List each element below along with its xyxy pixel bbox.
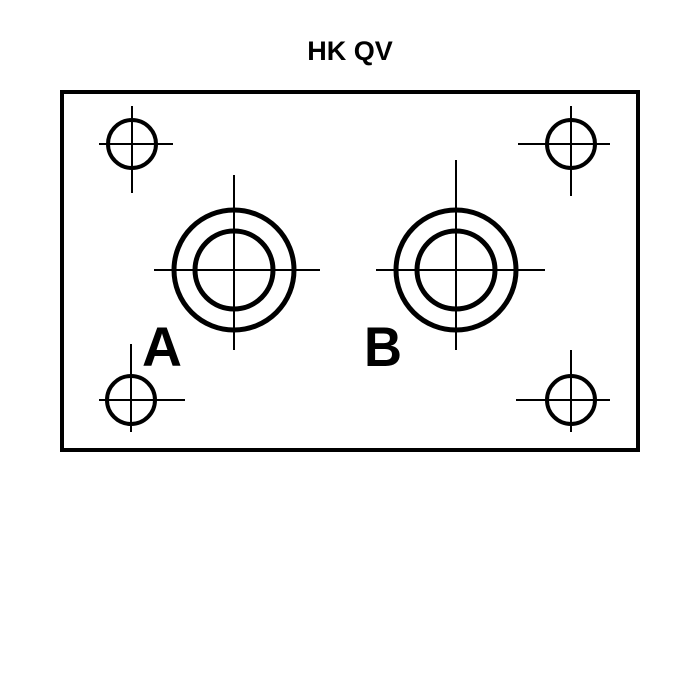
plate-outline <box>60 90 640 452</box>
mounting-hole-top-left <box>99 106 173 193</box>
port-b-label: B <box>364 315 402 378</box>
port-b <box>376 160 545 350</box>
mounting-hole-bottom-right <box>516 350 610 432</box>
mounting-hole-top-right <box>518 106 610 196</box>
port-a <box>154 175 320 350</box>
mounting-hole-bottom-left <box>99 344 185 432</box>
drawing-title: HK QV <box>307 36 393 66</box>
port-a-label: A <box>142 315 182 378</box>
